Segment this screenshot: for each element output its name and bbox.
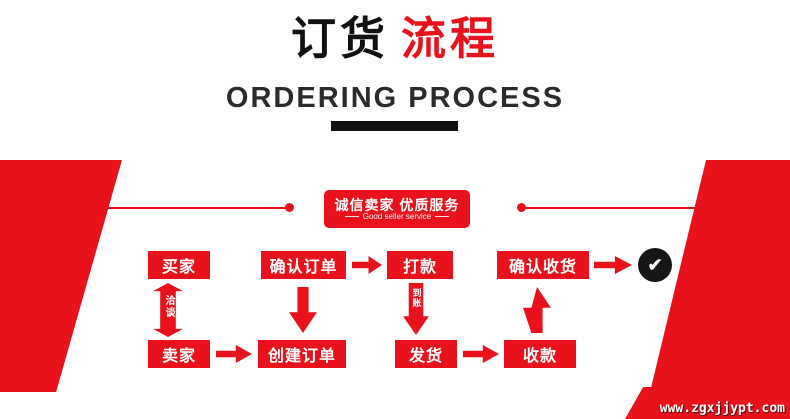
step-collect: 收款 bbox=[504, 340, 576, 368]
step-seller: 卖家 bbox=[148, 340, 210, 368]
arrow-right-icon bbox=[352, 256, 382, 274]
bottom-right-strip: www.zgxjjypt.com bbox=[625, 387, 790, 419]
step-ship: 发货 bbox=[395, 340, 457, 368]
service-badge-title: 诚信卖家 优质服务 bbox=[334, 196, 460, 213]
badge-line-right bbox=[435, 216, 450, 217]
arrow-down-icon bbox=[289, 287, 317, 333]
step-confirm-order: 确认订单 bbox=[261, 251, 346, 279]
connector-dot-left bbox=[285, 203, 294, 212]
service-badge: 诚信卖家 优质服务 Good seller service bbox=[324, 190, 470, 228]
arrow-right-icon bbox=[216, 345, 252, 363]
connector-dot-right bbox=[517, 203, 526, 212]
funds-arrived-label: 到账 bbox=[411, 288, 422, 308]
title-underline-bar bbox=[331, 121, 458, 131]
left-slanted-shape bbox=[0, 160, 122, 392]
arrow-up-icon bbox=[523, 287, 551, 333]
page-title-red: 流程 bbox=[401, 13, 500, 64]
page-subtitle: ORDERING PROCESS bbox=[225, 82, 565, 114]
done-check-icon: ✔ bbox=[638, 248, 672, 282]
connector-line-right bbox=[524, 207, 696, 209]
step-create-order: 创建订单 bbox=[258, 340, 346, 368]
service-badge-subtitle-row: Good seller service bbox=[344, 211, 450, 221]
connector-line-left bbox=[100, 207, 288, 209]
arrow-right-icon bbox=[594, 256, 632, 274]
service-badge-subtitle: Good seller service bbox=[362, 211, 432, 221]
page-title-black: 订货 bbox=[290, 13, 389, 64]
step-buyer: 买家 bbox=[148, 251, 210, 279]
page-title: 订货流程 bbox=[0, 14, 790, 64]
badge-line-left bbox=[344, 216, 359, 217]
step-pay: 打款 bbox=[387, 251, 453, 279]
watermark-url: www.zgxjjypt.com bbox=[659, 401, 785, 416]
step-confirm-receipt: 确认收货 bbox=[497, 251, 589, 279]
arrow-right-icon bbox=[463, 345, 499, 363]
right-slanted-shape bbox=[650, 160, 790, 392]
negotiate-label: 洽谈 bbox=[163, 295, 174, 319]
